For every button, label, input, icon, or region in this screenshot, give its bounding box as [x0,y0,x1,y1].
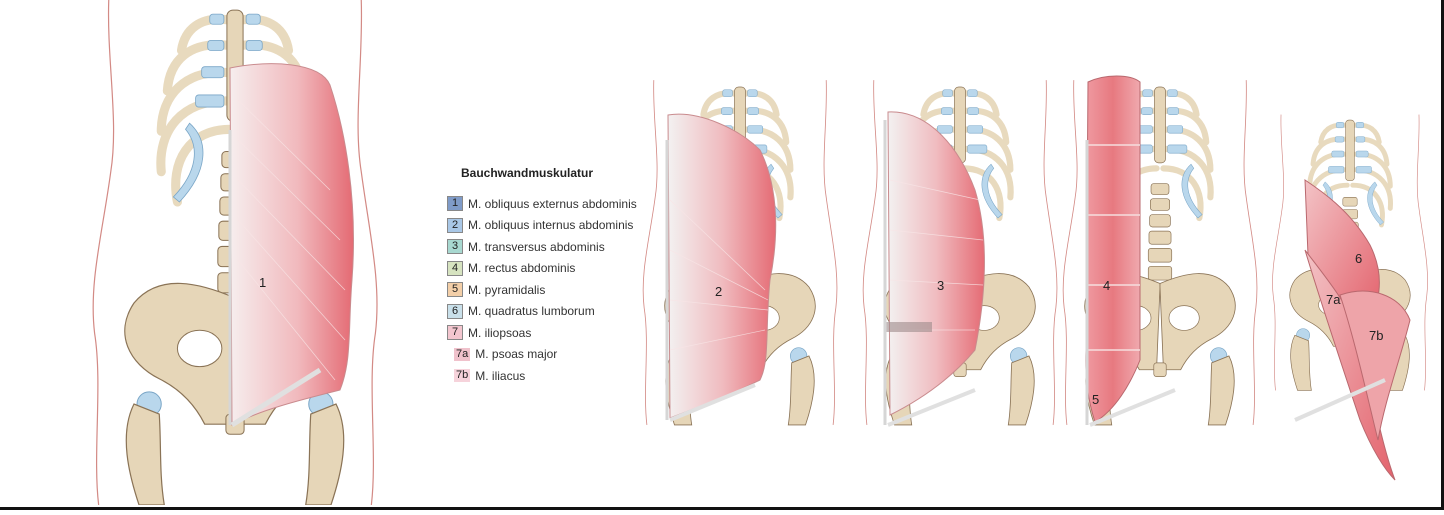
legend-number-badge: 7 [447,325,463,341]
figure-label-7b: 7b [1369,328,1383,343]
legend-number-badge: 4 [447,260,463,276]
figure-4-5-rectus-pyramidalis: 4 5 [1063,75,1257,425]
legend-item: 4 M. rectus abdominis [447,258,647,280]
figure-3-transversus: 3 [863,80,1057,425]
figure-label-6: 6 [1355,251,1362,266]
legend-item: 2 M. obliquus internus abdominis [447,215,647,237]
legend-item-label: M. iliopsoas [468,325,532,340]
frame-right-edge [1441,0,1444,510]
legend-item-label: M. obliquus externus abdominis [468,196,637,211]
frame-bottom-edge [0,507,1444,510]
legend-item-label: M. rectus abdominis [468,261,576,276]
legend-item-label: M. psoas major [475,347,558,362]
figure-label-2: 2 [715,284,722,299]
legend-number-badge: 3 [447,239,463,255]
figure-label-7a: 7a [1326,292,1341,307]
figure-label-5: 5 [1092,392,1099,407]
legend-item-label: M. iliacus [475,368,526,383]
legend-item-label: M. pyramidalis [468,282,546,297]
legend-item: 6 M. quadratus lumborum [447,301,647,323]
legend-number-badge: 6 [447,303,463,319]
legend-list: 1 M. obliquus externus abdominis 2 M. obliq… [447,193,647,387]
legend-item: 7a M. psoas major [447,344,647,366]
figure-label-4: 4 [1103,278,1110,293]
legend-number-badge: 7b [454,369,471,383]
legend-item: 7 M. iliopsoas [447,322,647,344]
figure-label-1: 1 [259,275,266,290]
legend: Bauchwandmuskulatur 1 M. obliquus externu… [447,166,647,387]
legend-number-badge: 5 [447,282,463,298]
legend-item-label: M. obliquus internus abdominis [468,218,634,233]
figure-label-3: 3 [937,278,944,293]
legend-item-label: M. transversus abdominis [468,239,605,254]
legend-item: 5 M. pyramidalis [447,279,647,301]
legend-item: 1 M. obliquus externus abdominis [447,193,647,215]
figure-2-internal-oblique: 2 [643,80,837,425]
legend-number-badge: 2 [447,217,463,233]
legend-title: Bauchwandmuskulatur [461,166,594,180]
legend-item-label: M. quadratus lumborum [468,304,595,319]
legend-number-badge: 1 [447,196,463,212]
figure-1-external-oblique: 1 [93,0,377,505]
figure-6-7-quadratus-iliopsoas: 6 7a 7b [1273,115,1428,481]
legend-number-badge: 7a [454,347,471,361]
legend-item: 3 M. transversus abdominis [447,236,647,258]
legend-item: 7b M. iliacus [447,365,647,387]
